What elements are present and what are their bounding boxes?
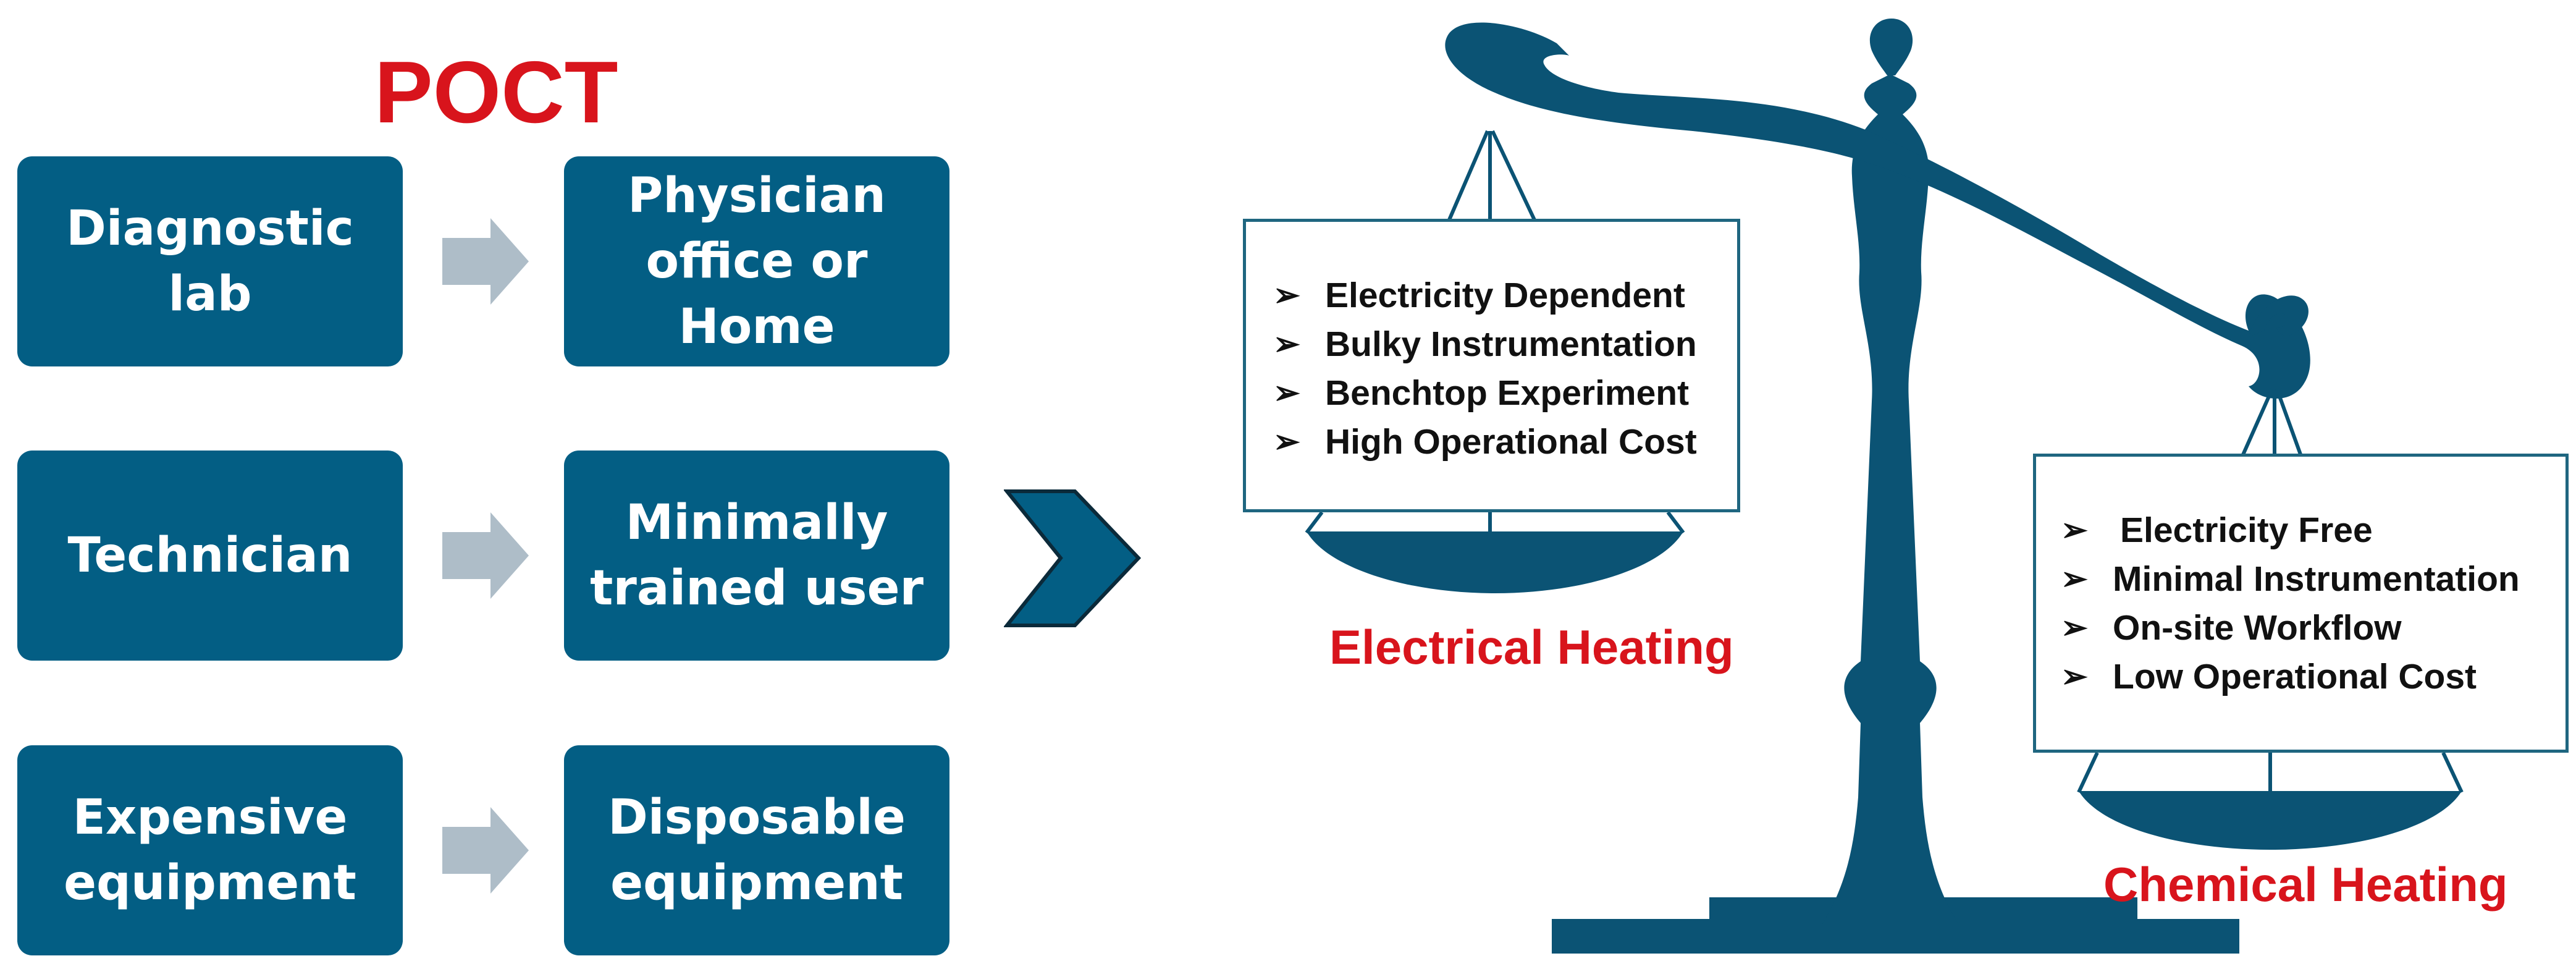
scale-knob [1869, 19, 1913, 75]
scale-string-right-3 [2275, 388, 2303, 457]
scale-pan-right [2079, 791, 2462, 850]
list-item: ➢Bulky Instrumentation [1273, 320, 1697, 369]
list-item: ➢On-site Workflow [2061, 604, 2520, 653]
poct-title: POCT [374, 43, 618, 142]
box-technician: Technician [17, 451, 403, 661]
box-physician-office: Physician office or Home [564, 156, 949, 366]
arrow-bullet-icon: ➢ [2061, 512, 2088, 548]
scale-string-right-1 [2241, 388, 2274, 457]
list-item: ➢Minimal Instrumentation [2061, 555, 2520, 604]
scale-string-left-3 [1491, 130, 1537, 222]
list-item: ➢Electricity Free [2061, 506, 2520, 555]
scale-pillar [1822, 74, 1958, 924]
chevron-arrow-icon [1004, 489, 1142, 627]
scale-beam [1445, 22, 2310, 399]
arrow-bullet-icon: ➢ [1273, 424, 1300, 460]
scale-string-left-5 [1305, 511, 1324, 534]
box-disposable-equipment: Disposable equipment [564, 745, 949, 955]
chemical-heating-label: Chemical Heating [2103, 857, 2508, 912]
arrow-bullet-icon: ➢ [2061, 610, 2088, 646]
arrow-bullet-icon: ➢ [1273, 375, 1300, 411]
scale-string-right-6 [2441, 751, 2464, 793]
chemical-list: ➢Electricity Free ➢Minimal Instrumentati… [2061, 506, 2520, 701]
small-arrow-icon [442, 218, 529, 305]
electrical-sign: ➢Electricity Dependent ➢Bulky Instrument… [1243, 219, 1740, 512]
chemical-sign: ➢Electricity Free ➢Minimal Instrumentati… [2033, 454, 2569, 753]
scale-string-left-6 [1666, 511, 1685, 534]
list-item: ➢High Operational Cost [1273, 418, 1697, 467]
arrow-bullet-icon: ➢ [2061, 659, 2088, 695]
small-arrow-icon [442, 512, 529, 599]
list-item: ➢Electricity Dependent [1273, 271, 1697, 320]
scale-string-left-1 [1447, 130, 1489, 222]
list-item: ➢Benchtop Experiment [1273, 369, 1697, 418]
list-item: ➢Low Operational Cost [2061, 653, 2520, 701]
box-expensive-equipment: Expensive equipment [17, 745, 403, 955]
small-arrow-icon [442, 807, 529, 894]
arrow-bullet-icon: ➢ [1273, 277, 1300, 313]
scale-string-right-5 [2077, 751, 2099, 793]
box-minimally-trained-user: Minimally trained user [564, 451, 949, 661]
scale-pan-left [1307, 531, 1683, 593]
arrow-bullet-icon: ➢ [1273, 326, 1300, 362]
scale-beam-tail [2249, 295, 2309, 337]
electrical-list: ➢Electricity Dependent ➢Bulky Instrument… [1273, 271, 1697, 467]
box-diagnostic-lab: Diagnostic lab [17, 156, 403, 366]
arrow-bullet-icon: ➢ [2061, 561, 2088, 597]
scale-base-bottom [1552, 919, 2239, 954]
electrical-heating-label: Electrical Heating [1329, 620, 1734, 674]
